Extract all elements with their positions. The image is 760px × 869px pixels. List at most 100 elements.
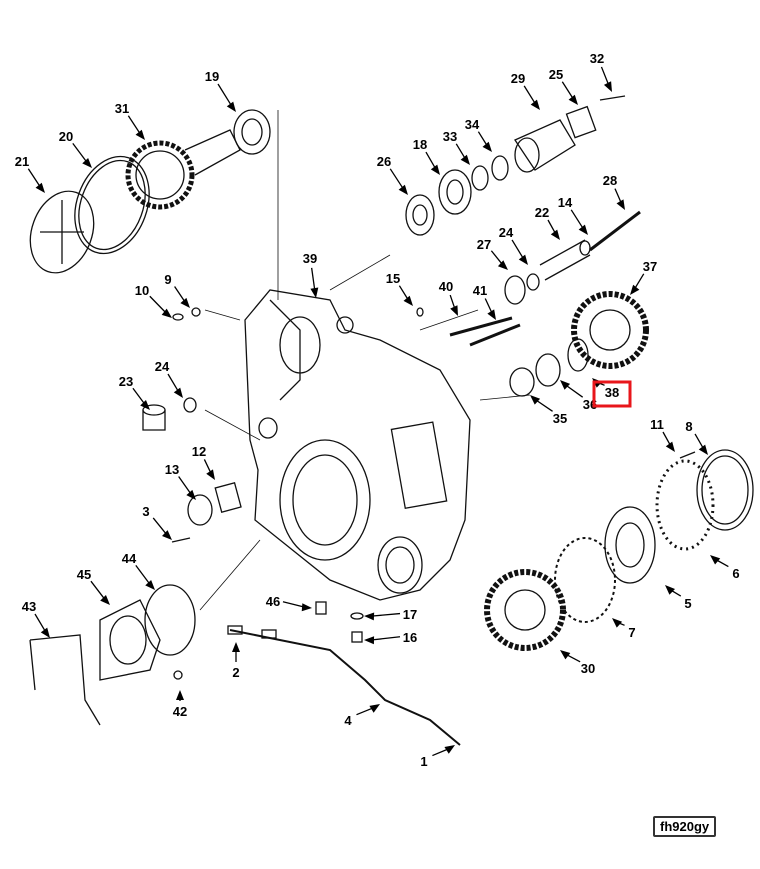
callout-39: 39 [303, 251, 319, 298]
callout-number: 43 [22, 599, 36, 614]
flywheel-housing [244, 289, 471, 601]
arrowhead-icon [100, 595, 110, 605]
callout-number: 30 [581, 661, 595, 676]
arrowhead-icon [135, 129, 145, 140]
leader-line [369, 636, 401, 641]
callout-30: 30 [560, 650, 595, 676]
callout-31: 31 [115, 101, 145, 140]
callout-number: 41 [473, 283, 487, 298]
callout-13: 13 [165, 462, 196, 500]
leader-line [369, 612, 401, 617]
callout-number: 45 [77, 567, 91, 582]
arrowhead-icon [162, 530, 172, 540]
leader-line [149, 295, 168, 315]
arrowhead-icon [161, 308, 172, 318]
arrowhead-icon [518, 254, 528, 265]
figure-code: fh920gy [653, 816, 717, 837]
callout-5: 5 [665, 585, 692, 611]
callout-number: 32 [590, 51, 604, 66]
callout-6: 6 [710, 555, 740, 581]
callout-10: 10 [135, 283, 172, 318]
callout-21: 21 [15, 154, 45, 193]
callout-20: 20 [59, 129, 92, 168]
callout-number: 46 [266, 594, 280, 609]
leader-line [570, 209, 585, 231]
callout-number: 20 [59, 129, 73, 144]
callout-14: 14 [558, 195, 588, 235]
callout-27: 27 [477, 237, 508, 270]
callout-23: 23 [119, 374, 150, 410]
callout-1: 1 [420, 745, 455, 769]
callout-number: 42 [173, 704, 187, 719]
callout-number: 13 [165, 462, 179, 477]
callout-number: 31 [115, 101, 129, 116]
callout-number: 35 [553, 411, 567, 426]
arrowhead-icon [364, 612, 375, 621]
callout-number: 39 [303, 251, 317, 266]
arrowhead-icon [450, 305, 458, 316]
callout-number: 24 [155, 359, 170, 374]
callout-number: 10 [135, 283, 149, 298]
callout-number: 8 [685, 419, 692, 434]
callout-36: 36 [560, 380, 597, 412]
leader-line [90, 580, 107, 602]
callout-number: 24 [499, 225, 514, 240]
callout-number: 14 [558, 195, 573, 210]
callout-number: 27 [477, 237, 491, 252]
callout-number: 33 [443, 129, 457, 144]
arrowhead-icon [568, 94, 578, 105]
callout-35: 35 [530, 395, 567, 426]
callout-19: 19 [205, 69, 236, 112]
arrowhead-icon [487, 309, 496, 320]
callout-7: 7 [612, 618, 636, 640]
callout-number: 29 [511, 71, 525, 86]
arrowhead-icon [206, 469, 215, 480]
leader-line [311, 267, 316, 293]
callout-4: 4 [344, 704, 380, 728]
callout-26: 26 [377, 154, 408, 195]
arrowhead-icon [497, 260, 508, 270]
callout-number: 38 [605, 385, 619, 400]
arrowhead-icon [176, 690, 184, 700]
arrowhead-icon [578, 224, 588, 235]
callout-number: 15 [386, 271, 400, 286]
callout-46: 46 [266, 594, 312, 612]
arrowhead-icon [482, 141, 492, 152]
callout-34: 34 [465, 117, 492, 152]
arrowhead-icon [145, 579, 155, 590]
callout-17: 17 [364, 607, 417, 622]
arrowhead-icon [369, 704, 380, 713]
callout-number: 25 [549, 67, 563, 82]
callout-number: 2 [232, 665, 239, 680]
callout-18: 18 [413, 137, 440, 175]
arrowhead-icon [232, 642, 240, 652]
callout-37: 37 [630, 259, 657, 295]
arrowhead-icon [40, 627, 50, 638]
arrowhead-icon [140, 400, 150, 410]
callout-number: 22 [535, 205, 549, 220]
arrowhead-icon [698, 444, 708, 455]
callout-number: 18 [413, 137, 427, 152]
callout-number: 4 [344, 713, 352, 728]
callout-40: 40 [439, 279, 458, 316]
callout-number: 7 [628, 625, 635, 640]
callout-number: 37 [643, 259, 657, 274]
callout-38: 38 [592, 378, 632, 408]
callout-44: 44 [122, 551, 155, 590]
callout-number: 19 [205, 69, 219, 84]
arrowhead-icon [301, 603, 312, 612]
arrowhead-icon [186, 489, 196, 500]
arrowhead-icon [530, 99, 540, 110]
callout-24: 24 [499, 225, 528, 265]
callout-number: 12 [192, 444, 206, 459]
callout-28: 28 [603, 173, 625, 210]
callout-41: 41 [473, 283, 496, 320]
callout-2: 2 [232, 642, 240, 680]
arrowhead-icon [603, 81, 612, 92]
arrowhead-icon [82, 157, 92, 168]
callout-number: 11 [650, 417, 664, 432]
arrowhead-icon [560, 380, 571, 390]
callout-11: 11 [650, 417, 675, 452]
